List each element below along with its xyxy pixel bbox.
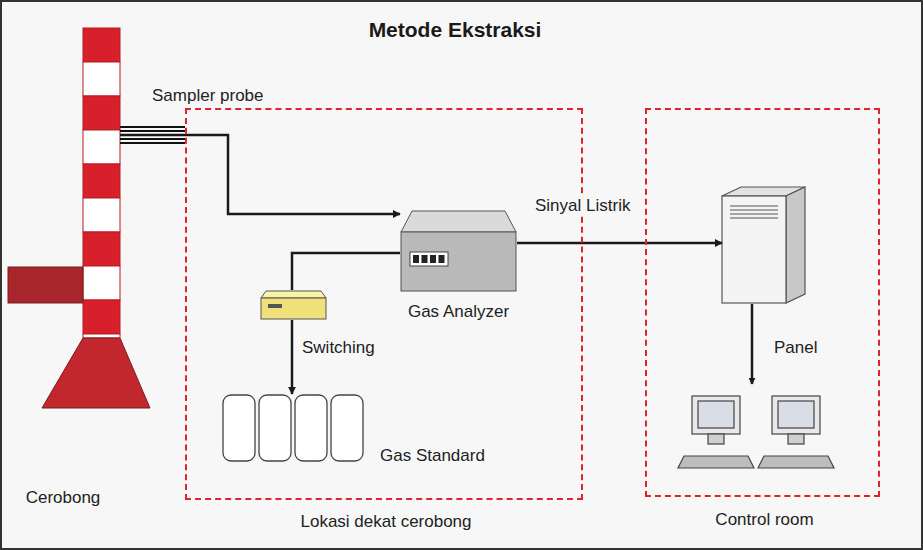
analyzer-front — [401, 232, 516, 291]
display-digit — [413, 255, 419, 263]
display-digit — [422, 255, 428, 263]
computers — [678, 396, 834, 468]
switch-front — [261, 298, 326, 319]
display-digit — [430, 255, 436, 263]
chimney — [8, 28, 150, 408]
server-tower — [722, 187, 805, 303]
chimney-stripe — [83, 198, 120, 232]
chimney-stripe — [83, 96, 120, 130]
part-label: Panel — [774, 338, 817, 358]
node-label: Switching — [302, 338, 375, 358]
node-label: Cerobong — [3, 488, 123, 508]
analyzer-display — [410, 252, 448, 266]
gas-analyzer: Gas Analyzer — [400, 210, 517, 292]
edge-label: Sinyal Listrik — [533, 196, 632, 216]
chimney-stripe — [83, 232, 120, 266]
switch-shape — [260, 290, 327, 320]
cyl-shape — [222, 394, 364, 462]
display-digit — [439, 255, 445, 263]
chimney-stripe — [83, 300, 120, 334]
switching-unit: Switching — [260, 290, 327, 320]
node-label: Gas Standard — [380, 446, 485, 466]
chimney-stripe — [83, 130, 120, 164]
chimney-stripe — [83, 62, 120, 96]
chimney-stripe — [83, 266, 120, 300]
site-region: Lokasi dekat cerobongGas AnalyzerSwitchi… — [185, 108, 583, 500]
node-label: Control room — [647, 510, 882, 530]
chimney-node: Cerobong — [83, 28, 120, 338]
control-room-region: Control room — [645, 108, 880, 497]
gas-standard: Gas Standard — [222, 394, 364, 462]
gas-cylinder — [223, 395, 255, 461]
edge-label: Sampler probe — [150, 86, 266, 106]
connector — [292, 253, 400, 290]
chimney-stripe — [83, 334, 120, 338]
gas-cylinder — [331, 395, 363, 461]
node-label: Gas Analyzer — [395, 302, 522, 322]
chimney-stripe — [83, 28, 120, 62]
connector — [291, 320, 294, 394]
connector — [120, 135, 400, 214]
diagram-title: Metode Ekstraksi — [280, 18, 630, 42]
gas-cylinder — [295, 395, 327, 461]
panel-arrow — [751, 304, 754, 384]
chimney-base — [42, 338, 150, 408]
chimney-duct — [8, 267, 83, 303]
connector — [517, 242, 722, 245]
gas-cylinder — [259, 395, 291, 461]
analyzer-top — [401, 211, 516, 232]
chimney-stripe — [83, 164, 120, 198]
node-label: Lokasi dekat cerobong — [187, 512, 585, 532]
switch-slot — [268, 304, 282, 308]
switch-top — [261, 291, 326, 298]
analyzer-shape — [400, 210, 517, 292]
